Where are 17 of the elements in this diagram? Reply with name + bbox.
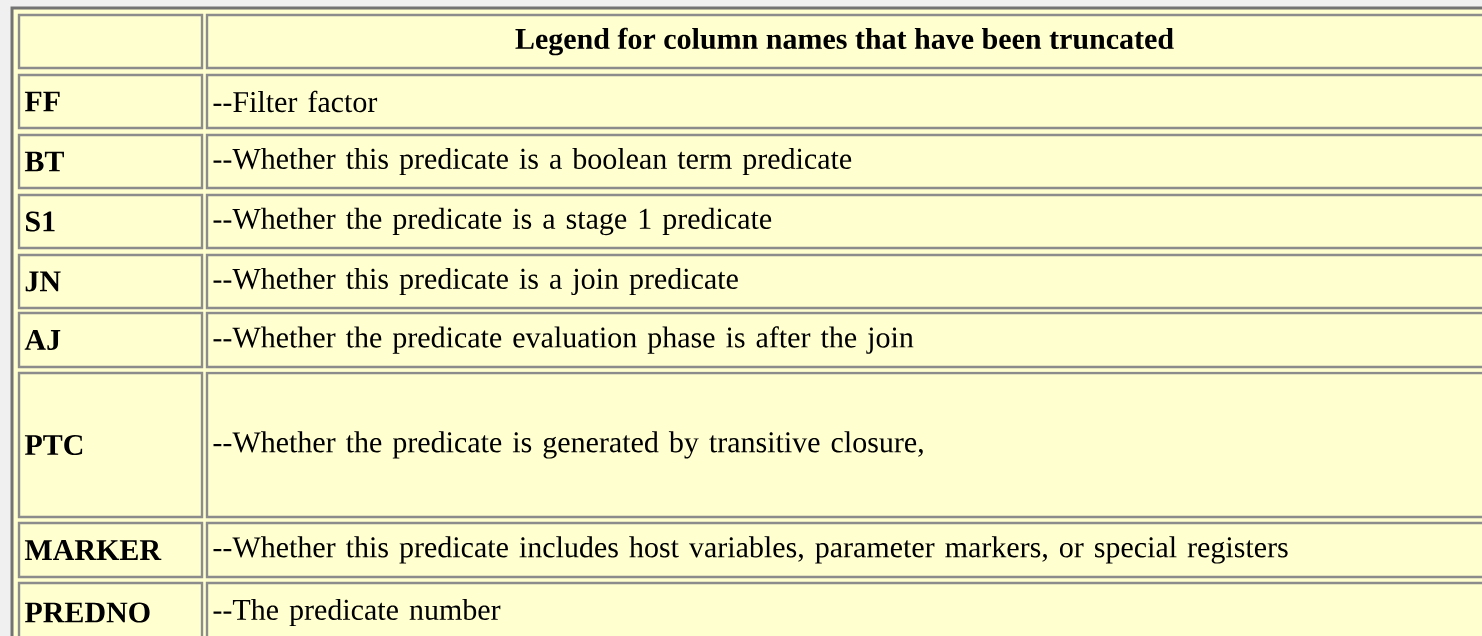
table-cell: --Whether this predicate includes host variables, parameter markers, or special registers [205, 521, 1482, 579]
table-cell: PTC [17, 371, 204, 519]
table-cell: --Whether this predicate is a boolean term predicate [205, 133, 1482, 190]
table-cell: --Whether the predicate is generated by transitive closure, [205, 371, 1482, 519]
table-cell: FF [17, 73, 204, 130]
table-cell: Legend for column names that have been truncated [205, 13, 1482, 70]
table-cell: BT [17, 133, 204, 190]
table-cell: --Whether the predicate evaluation phase is after the join [205, 311, 1482, 369]
table-cell: PREDNO [17, 581, 204, 636]
table-cell: --Whether the predicate is a stage 1 predicate [205, 193, 1482, 250]
table-cell: --Filter factor [205, 73, 1482, 130]
table-cell: AJ [17, 311, 204, 369]
table-cell: S1 [17, 193, 204, 250]
table-cell: --The predicate number [205, 581, 1482, 636]
table-cell: JN [17, 253, 204, 310]
table-cell: --Whether this predicate is a join predicate [205, 253, 1482, 310]
table-cell: MARKER [17, 521, 204, 579]
